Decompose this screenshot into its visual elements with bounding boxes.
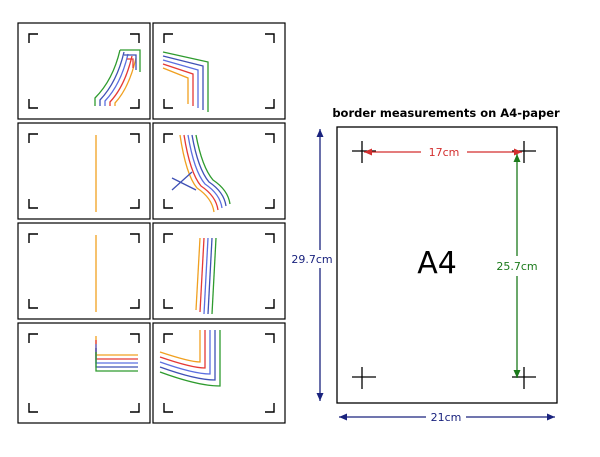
sheet-label: A4 <box>417 246 457 281</box>
registration-mark <box>265 33 275 43</box>
registration-mark <box>130 299 140 309</box>
registration-mark <box>163 99 173 109</box>
registration-mark <box>28 33 38 43</box>
registration-mark <box>130 133 140 143</box>
inner-width-dimension: 17cm <box>364 146 522 159</box>
full-height-dimension: 29.7cm <box>291 129 333 401</box>
tile-r2-c2 <box>152 122 286 220</box>
a4-diagram: border measurements on A4-paper A4 17cm … <box>291 106 560 424</box>
tile-r3-c2 <box>152 222 286 320</box>
inner-height-label: 25.7cm <box>496 260 537 273</box>
tile-r1-c1 <box>17 22 151 120</box>
registration-mark <box>265 299 275 309</box>
registration-mark <box>130 199 140 209</box>
pattern-piece-mid-right <box>171 134 231 213</box>
registration-mark <box>130 233 140 243</box>
tile-r4-c1 <box>17 322 151 424</box>
registration-mark <box>28 403 38 413</box>
pattern-piece-low-right <box>195 237 217 315</box>
registration-mark <box>265 199 275 209</box>
full-width-label: 21cm <box>431 411 462 424</box>
full-width-dimension: 21cm <box>339 411 555 424</box>
registration-mark <box>130 33 140 43</box>
diagram-heading: border measurements on A4-paper <box>332 106 560 120</box>
tile-r1-c2 <box>152 22 286 120</box>
tile-r2-c1 <box>17 122 151 220</box>
registration-mark <box>265 133 275 143</box>
registration-mark <box>163 199 173 209</box>
registration-mark <box>28 133 38 143</box>
registration-mark <box>28 333 38 343</box>
inner-height-dimension: 25.7cm <box>496 154 538 378</box>
registration-mark <box>28 99 38 109</box>
pattern-piece-bottom-left <box>95 336 138 372</box>
registration-mark <box>265 333 275 343</box>
full-height-label: 29.7cm <box>291 253 332 266</box>
registration-mark <box>265 403 275 413</box>
registration-mark <box>265 99 275 109</box>
registration-marks <box>28 33 275 413</box>
registration-mark <box>130 403 140 413</box>
registration-mark <box>28 299 38 309</box>
registration-mark <box>28 233 38 243</box>
registration-mark <box>163 33 173 43</box>
tile-r4-c2 <box>152 322 286 424</box>
a4-sheet <box>336 126 558 404</box>
pattern-piece-top-left <box>94 49 141 106</box>
pattern-piece-top-right <box>162 51 209 112</box>
pattern-piece-bottom-right <box>159 330 221 387</box>
registration-mark <box>130 99 140 109</box>
registration-mark <box>163 133 173 143</box>
registration-mark <box>163 403 173 413</box>
registration-mark <box>163 333 173 343</box>
registration-mark <box>163 233 173 243</box>
tile-r3-c1 <box>17 222 151 320</box>
registration-mark <box>28 199 38 209</box>
tile-grid <box>17 22 286 424</box>
sheet-corner-crosshairs <box>352 141 536 389</box>
registration-mark <box>130 333 140 343</box>
registration-mark <box>163 299 173 309</box>
registration-mark <box>265 233 275 243</box>
inner-width-label: 17cm <box>429 146 460 159</box>
